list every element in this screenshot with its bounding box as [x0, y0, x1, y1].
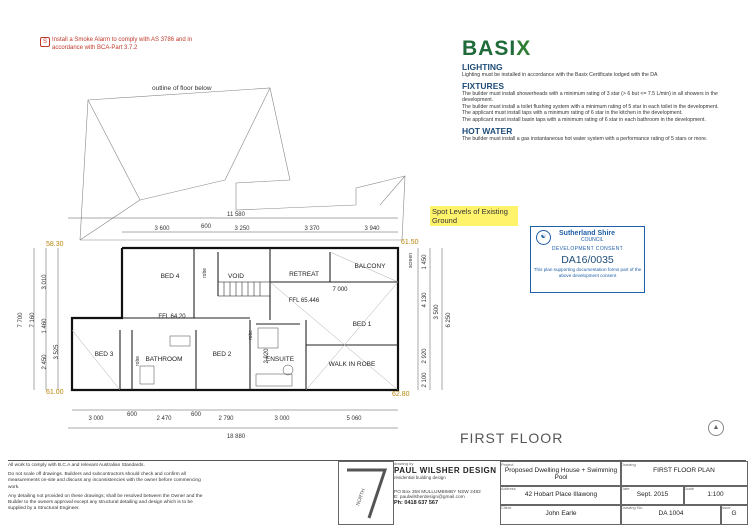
ffl-label-2: FFL 65.446 [289, 298, 320, 304]
room-void: VOID [228, 273, 244, 280]
fixtures-text-1: The builder must install showerheads wit… [462, 90, 718, 104]
dim-bottom-6: 3 000 [274, 416, 290, 422]
dim-top-1: 3 600 [154, 226, 170, 232]
council-number: DA16/0035 [561, 254, 614, 266]
dim-right-3: 3 500 [434, 304, 440, 320]
hotwater-heading: HOT WATER [462, 125, 513, 136]
lighting-heading: LIGHTING [462, 62, 503, 72]
dim-right-4: 6 250 [446, 312, 452, 328]
dim-bottom-5: 2 790 [218, 416, 234, 422]
council-text: This plan supporting documentation forms… [533, 267, 642, 278]
dim-bottom-1: 3 000 [88, 416, 104, 422]
roof-outline [79, 87, 406, 241]
council-sub: COUNCIL [581, 237, 604, 243]
robe-label-1: robe [202, 268, 208, 278]
internal-walls [119, 248, 398, 390]
drawing-title: FIRST FLOOR [460, 430, 564, 446]
ffl-label-1: FFL 64.20 [158, 314, 186, 320]
dim-right-1: 1 450 [422, 254, 428, 270]
hotwater-text: The builder must install a gas instantan… [462, 135, 708, 142]
firm-name: PAUL WILSHER DESIGN [394, 466, 497, 475]
address-cell: Address 42 Hobart Place Illawong [500, 485, 622, 506]
fixtures-text-4: The applicant must install basin taps wi… [462, 116, 706, 123]
council-label: DEVELOPMENT CONSENT [551, 246, 624, 252]
drawing-no-cell: Drawing No. DA 1004 [620, 504, 722, 525]
fixtures-text-2: The builder must install a toilet flushi… [462, 103, 719, 110]
dim-top-4: 3 370 [304, 226, 320, 232]
smoke-alarm-note: Install a Smoke Alarm to comply with AS … [52, 37, 193, 51]
drawing-cell: Drawing FIRST FLOOR PLAN [620, 461, 748, 487]
council-seal-icon: ☯ [536, 230, 551, 245]
svg-text:NORTH: NORTH [355, 488, 367, 507]
council-stamp: ☯ Sutherland Shire COUNCIL DEVELOPMENT C… [530, 226, 645, 293]
logo-7-icon: NORTH [347, 468, 388, 519]
date-cell: Date Sept. 2015 [620, 485, 685, 506]
firm-sub: residential building design [394, 475, 446, 480]
dim-left-6: 3 525 [54, 344, 60, 360]
room-bed4: BED 4 [161, 273, 180, 280]
north-logo-box: NORTH [338, 461, 394, 525]
dim-top-5: 3 940 [364, 226, 380, 232]
lighting-text: Lighting must be installed in accordance… [462, 72, 658, 78]
client-cell: Client John Earle [500, 504, 622, 525]
title-block: All work to comply with B.C.A and releva… [8, 460, 748, 525]
dim-bottom-3: 2 470 [156, 416, 172, 422]
council-name: Sutherland Shire [559, 230, 616, 237]
basix-logo: BASIX [462, 37, 532, 60]
dim-left-4: 1 460 [42, 318, 48, 334]
level-bottom-left: 61.00 [46, 389, 64, 396]
firm-phone: Ph: 0418 637 567 [394, 500, 439, 506]
smoke-alarm-icon: S [40, 37, 50, 47]
dim-bottom-2: 600 [127, 412, 138, 418]
issue-cell: Issue G [720, 504, 748, 525]
room-bathroom: BATHROOM [145, 356, 182, 363]
dim-right-2: 4 130 [422, 292, 428, 308]
room-balcony: BALCONY [354, 263, 386, 270]
dim-bottom-overall: 18 880 [227, 434, 246, 440]
north-arrow-icon: ▲ [708, 420, 724, 436]
firm-email: E: paulwilsherdesign@gmail.com [394, 495, 465, 500]
fixtures-heading: FIXTURES [462, 80, 505, 91]
room-ensuite: ENSUITE [266, 356, 295, 363]
dim-left-2: 7 160 [30, 312, 36, 328]
general-notes: All work to comply with B.C.A and releva… [8, 463, 203, 512]
outline-label: outline of floor below [152, 85, 212, 92]
dim-right-6: 2 100 [422, 372, 428, 388]
dim-left-3: 3 010 [42, 274, 48, 290]
firm-block: drawing by PAUL WILSHER DESIGN residenti… [394, 461, 500, 523]
level-top-right: 61.50 [401, 239, 419, 246]
dim-top-overall: 11 580 [227, 212, 246, 218]
project-cell: Project Proposed Dwelling House + Swimmi… [500, 461, 622, 487]
level-bottom-right: 62.80 [392, 391, 410, 398]
dim-top-2: 600 [201, 224, 212, 230]
dim-inner-1: 7 000 [332, 287, 348, 293]
dim-top-3: 3 250 [234, 226, 250, 232]
dim-bottom-7: 5 060 [346, 416, 362, 422]
external-walls [70, 246, 400, 392]
dim-right-5: 2 920 [422, 348, 428, 364]
fixtures-text-3: The applicant must install taps with a m… [462, 110, 683, 117]
room-bed2: BED 2 [213, 351, 232, 358]
room-retreat: RETREAT [289, 271, 319, 278]
dim-left-1: 7 700 [18, 312, 24, 328]
basix-panel: BASIX LIGHTING Lighting must be installe… [462, 38, 732, 142]
spot-levels-note: Spot Levels of Existing Ground [430, 206, 518, 226]
dim-bottom-4: 600 [191, 412, 202, 418]
level-top-left: 58.30 [46, 241, 64, 248]
robe-label-2: robe [135, 356, 141, 366]
room-bed3: BED 3 [95, 351, 114, 358]
dim-inner-2: 2 920 [264, 348, 270, 364]
dim-left-5: 2 450 [42, 354, 48, 370]
screen-label: screen [408, 253, 414, 268]
scale-cell: Scale 1:100 [683, 485, 748, 506]
fixtures [139, 327, 294, 387]
room-walk-in-robe: WALK IN ROBE [329, 361, 376, 368]
stair [217, 281, 271, 297]
robe-label-3: robe [248, 330, 254, 340]
room-bed1: BED 1 [353, 321, 372, 328]
firm-address: PO Box 358 MULLUMBIMBY NSW 2482 [394, 490, 481, 495]
